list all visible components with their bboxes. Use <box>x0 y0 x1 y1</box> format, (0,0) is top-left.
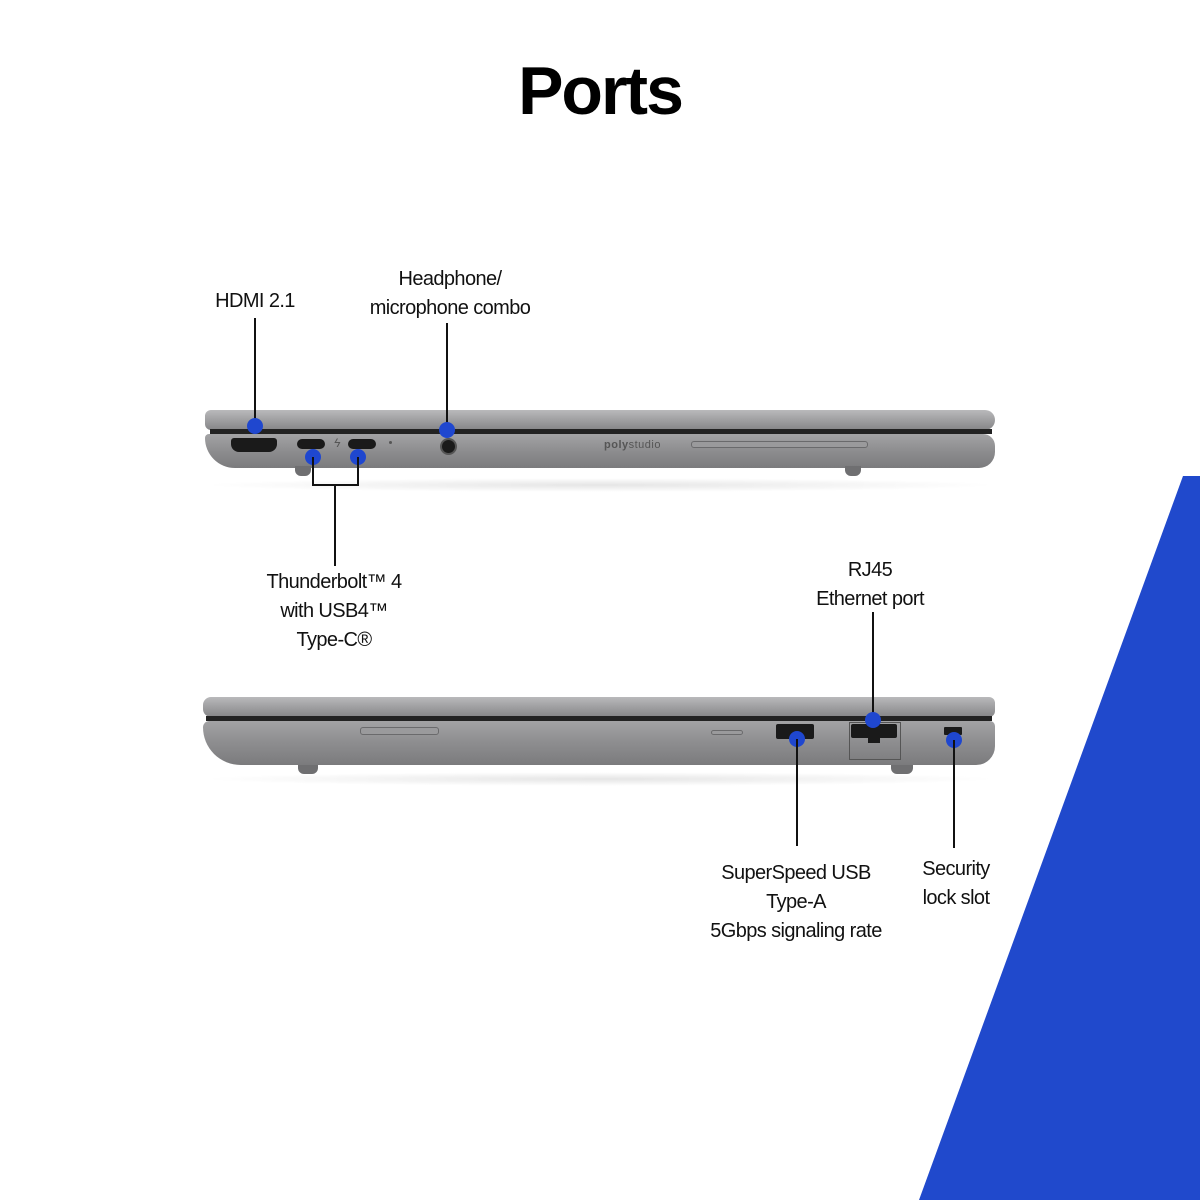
hinge-gap <box>206 716 992 721</box>
laptop-foot <box>891 765 913 774</box>
thunderbolt-bracket-left <box>312 457 314 485</box>
laptop-lid <box>203 697 995 717</box>
rj45-port <box>851 724 897 738</box>
rj45-label: RJ45 Ethernet port <box>816 559 924 610</box>
thunderbolt-icon: ϟ <box>334 436 341 450</box>
headphone-label: Headphone/ microphone combo <box>369 268 531 319</box>
usb-c-port-1 <box>297 439 325 449</box>
indicator-slot <box>711 730 743 735</box>
thunderbolt-bracket-right <box>357 457 359 485</box>
audio-jack <box>440 438 457 455</box>
usb-a-leader-line <box>796 739 798 846</box>
security-lock-leader-line <box>953 740 955 848</box>
laptop-foot <box>295 466 311 476</box>
hdmi-label: HDMI 2.1 <box>215 290 295 312</box>
page-title: Ports <box>518 53 684 129</box>
laptop-lid <box>205 410 995 430</box>
headphone-leader-line <box>446 323 448 429</box>
hdmi-marker-dot <box>247 418 263 434</box>
hinge-gap <box>210 429 992 434</box>
headphone-marker-dot <box>439 422 455 438</box>
security-lock-label: Security lock slot <box>922 858 990 909</box>
laptop-shadow <box>200 478 1000 492</box>
rj45-leader-line <box>872 612 874 716</box>
usb-a-label: SuperSpeed USB Type-A 5Gbps signaling ra… <box>710 862 882 942</box>
thunderbolt-leader-line <box>334 484 336 566</box>
security-lock-slot <box>944 727 962 735</box>
speaker-grille <box>691 441 868 448</box>
thunderbolt-label: Thunderbolt™ 4 with USB4™ Type-C® <box>266 571 402 651</box>
laptop-foot <box>845 466 861 476</box>
rj45-marker-dot <box>865 712 881 728</box>
laptop-shadow <box>200 772 1000 786</box>
poly-studio-logo: polystudio <box>604 439 661 451</box>
usb-c-port-2 <box>348 439 376 449</box>
laptop-foot <box>298 765 318 774</box>
speaker-grille <box>360 727 439 735</box>
hdmi-leader-line <box>254 318 256 426</box>
hdmi-port <box>231 438 277 452</box>
laptop-base <box>205 434 995 468</box>
led-indicator <box>389 441 392 444</box>
rj45-clip <box>868 737 880 743</box>
